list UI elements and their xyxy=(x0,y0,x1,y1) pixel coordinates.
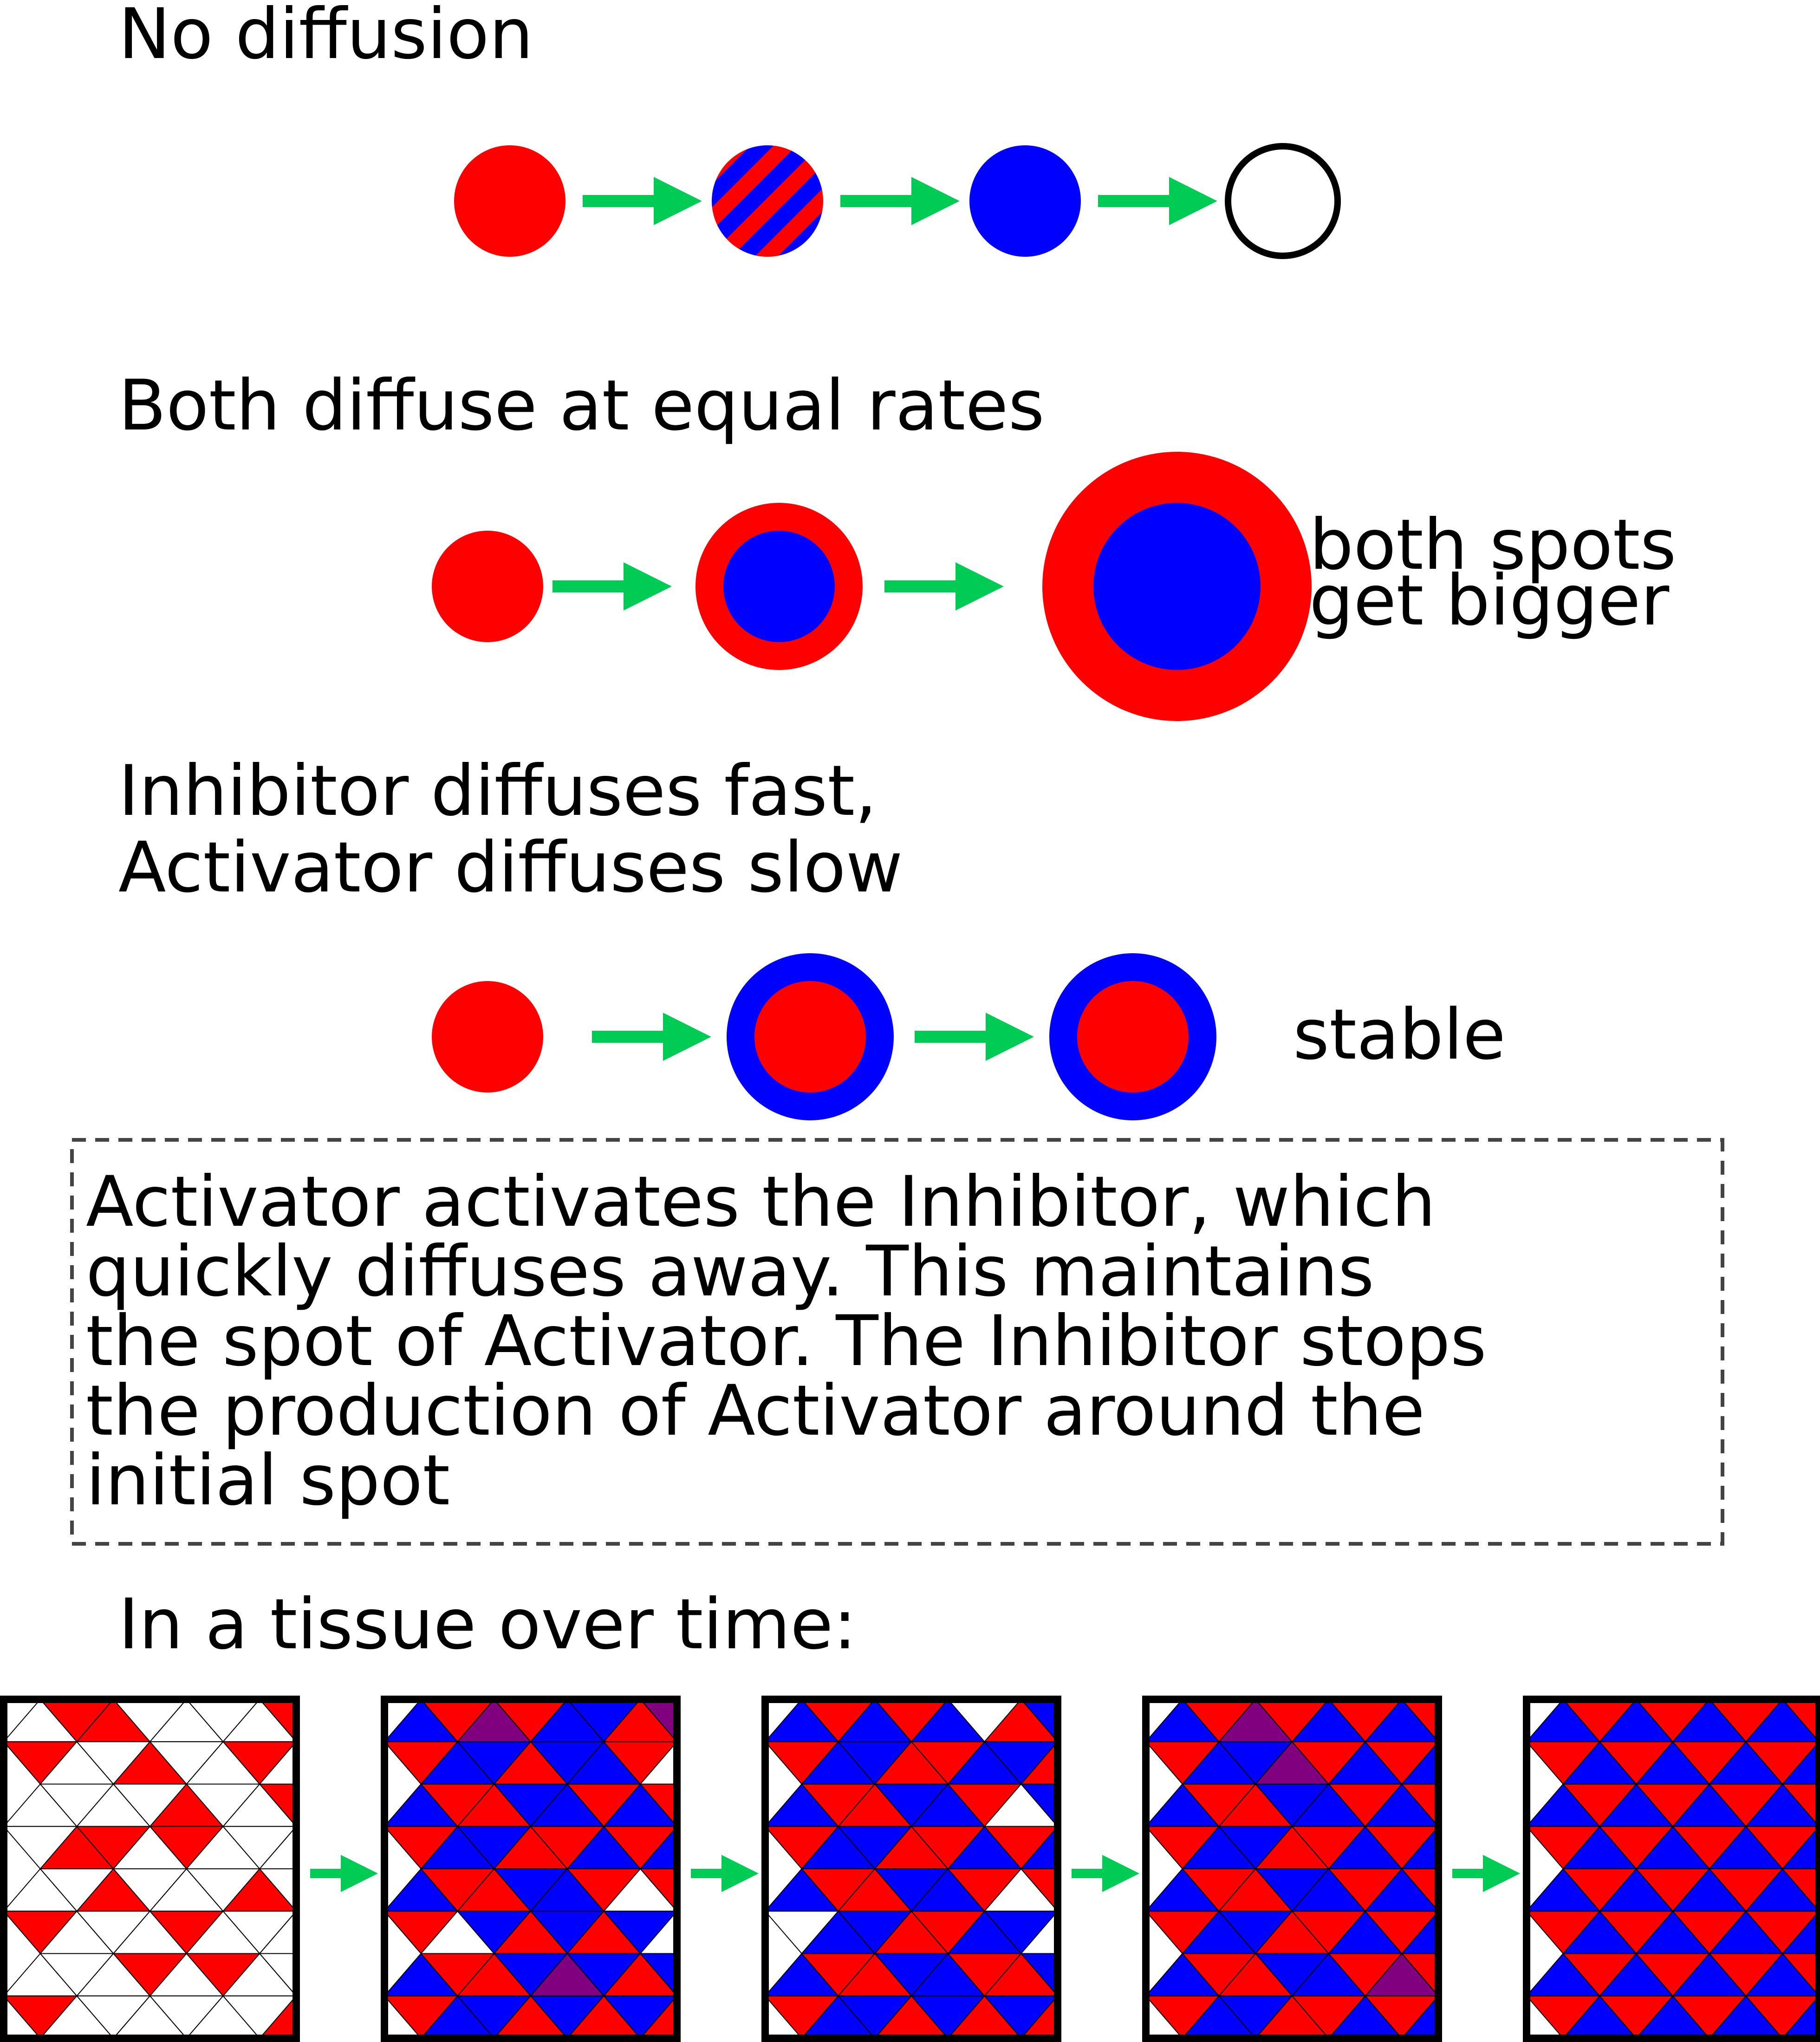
title-equal-rates: Both diffuse at equal rates xyxy=(118,365,1045,446)
mixed-spot xyxy=(712,145,823,257)
tissue-panel-border xyxy=(1523,1696,1820,2042)
title-no-diffusion: No diffusion xyxy=(118,0,533,75)
activator-core xyxy=(1077,981,1189,1093)
explanation-line-3: the spot of Activator. The Inhibitor sto… xyxy=(86,1301,1487,1382)
inhibitor-core xyxy=(723,531,835,642)
section-tissue: In a tissue over time: xyxy=(0,1584,1820,2042)
note-spots-bigger-line1: both spots xyxy=(1309,505,1677,585)
explanation-line-5: initial spot xyxy=(86,1440,450,1521)
activator-spot xyxy=(432,981,543,1093)
empty-spot xyxy=(1225,143,1341,259)
activator-spot xyxy=(432,531,543,642)
title-fast-slow-line2: Activator diffuses slow xyxy=(118,827,903,908)
note-stable: stable xyxy=(1293,995,1506,1075)
tissue-panels xyxy=(0,1696,1820,2042)
activator-core xyxy=(754,981,866,1093)
tissue-panel-border xyxy=(0,1696,300,2042)
tissue-panel-border xyxy=(1142,1696,1442,2042)
explanation-line-4: the production of Activator around the xyxy=(86,1371,1425,1451)
section-fast-slow: Inhibitor diffuses fast, Activator diffu… xyxy=(118,751,1506,1120)
inhibitor-spot xyxy=(969,145,1081,257)
activator-spot xyxy=(454,145,566,257)
explanation-line-1: Activator activates the Inhibitor, which xyxy=(86,1162,1436,1242)
explanation-box: Activator activates the Inhibitor, which… xyxy=(70,1138,1724,1546)
note-spots-bigger-line2: get bigger xyxy=(1309,560,1670,641)
tissue-panel xyxy=(1523,1696,1820,2042)
explanation-border xyxy=(70,1138,1724,1546)
section-equal-rates: Both diffuse at equal rates both spots g… xyxy=(118,365,1677,721)
tissue-panel xyxy=(1142,1696,1442,2042)
section-no-diffusion: No diffusion xyxy=(118,0,1341,259)
title-tissue: In a tissue over time: xyxy=(118,1584,857,1665)
tissue-panel-border xyxy=(381,1696,681,2042)
title-fast-slow-line1: Inhibitor diffuses fast, xyxy=(118,751,877,832)
tissue-panel xyxy=(381,1696,681,2042)
tissue-panel-border xyxy=(761,1696,1061,2042)
tissue-panel xyxy=(761,1696,1061,2042)
inhibitor-core-large xyxy=(1093,503,1261,670)
tissue-panel xyxy=(0,1696,300,2042)
explanation-line-2: quickly diffuses away. This maintains xyxy=(86,1231,1374,1312)
